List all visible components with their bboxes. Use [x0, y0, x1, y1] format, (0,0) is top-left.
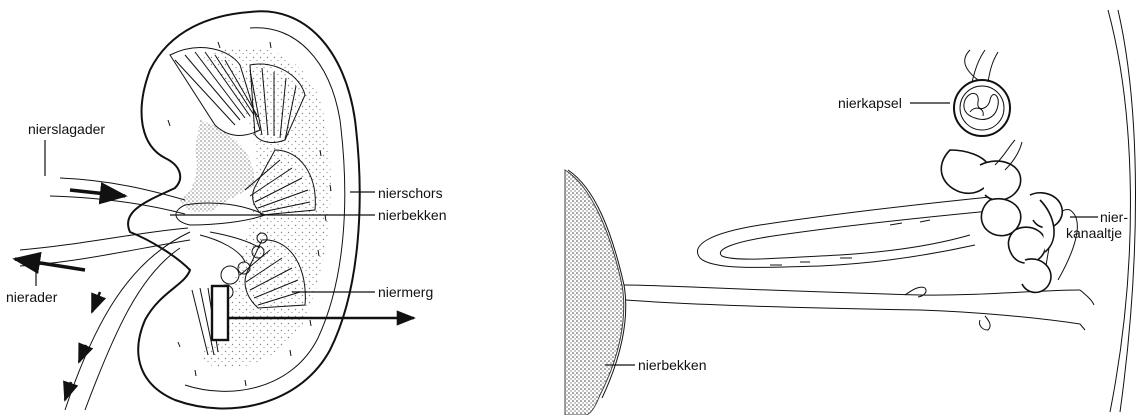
label-nierslagader: nierslagader — [28, 121, 105, 137]
kidney-section — [15, 11, 414, 410]
pelvis-mass — [565, 170, 624, 415]
sinus-stipple — [180, 120, 255, 212]
label-nierader: nierader — [6, 289, 58, 305]
collecting-duct — [624, 285, 1080, 295]
label-nierbekken-right: nierbekken — [638, 357, 707, 373]
label-niermerg: niermerg — [378, 284, 433, 300]
label-nierkanaaltje-line2: kanaaltje — [1066, 225, 1122, 241]
bowman-capsule — [954, 50, 1010, 136]
vein-arrow — [15, 259, 85, 270]
convoluted-tubule — [941, 150, 1062, 292]
label-nierkanaaltje-line1: nier- — [1100, 209, 1128, 225]
renal-vein — [20, 228, 188, 250]
label-nierschors: nierschors — [378, 185, 443, 201]
loop-of-henle — [698, 196, 1001, 268]
label-nierbekken-left: nierbekken — [378, 207, 447, 223]
artery-arrow — [70, 190, 125, 196]
nephron-section — [565, 10, 1136, 415]
highlight-box — [212, 286, 228, 340]
label-nierkapsel: nierkapsel — [838, 95, 902, 111]
